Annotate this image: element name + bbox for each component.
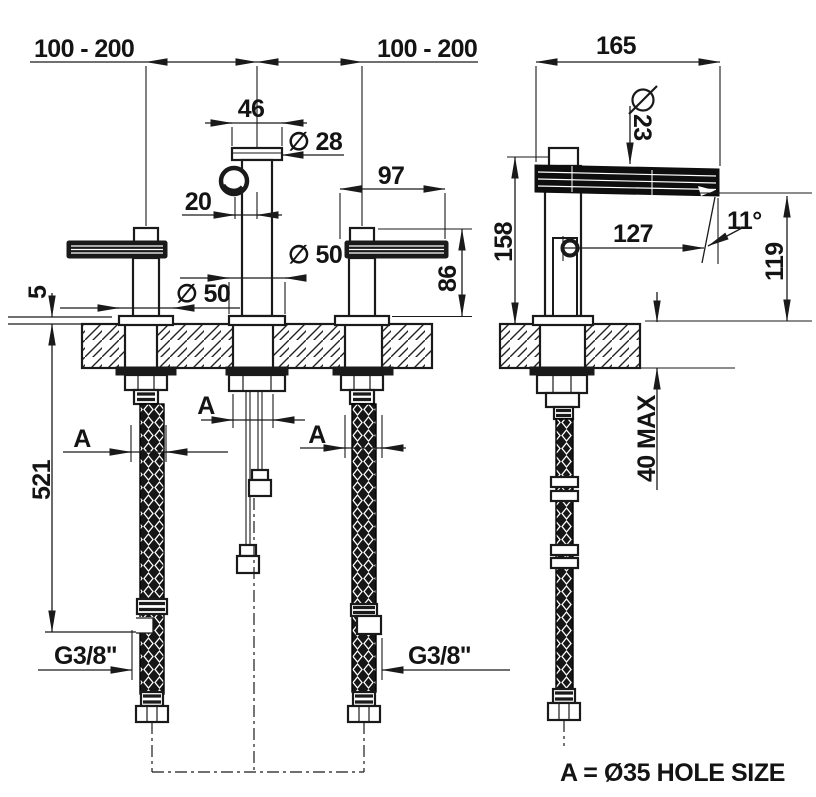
dim-spout-tube-diameter: 23 — [626, 85, 658, 165]
faucet-side — [529, 146, 720, 421]
dim-spout-top-width: 46 — [205, 95, 307, 146]
dim-hole-left: A — [63, 425, 228, 462]
dim-hose-length-label: 521 — [28, 459, 56, 500]
dim-spout-flange-diameter: ∅ 50 — [180, 241, 343, 314]
dim-max-deck-thickness: 40 MAX — [633, 292, 735, 490]
dim-thread-left: G3/8" — [38, 630, 133, 680]
dim-hole-left-label: A — [73, 425, 91, 453]
center-drain-assembly — [235, 391, 273, 772]
dim-spout-angle: 11° — [701, 196, 762, 264]
dim-total-height-label: 158 — [490, 221, 518, 262]
side-view: 165 23 158 127 11° — [490, 32, 812, 746]
dim-thread-left-label: G3/8" — [54, 642, 117, 670]
left-handle — [66, 226, 177, 406]
dim-handle-length-label: 97 — [378, 162, 405, 190]
dim-flange-height: 5 — [8, 285, 112, 325]
dim-spout-diameter: ∅ 28 — [281, 128, 344, 159]
diameter-symbol-icon — [631, 88, 655, 112]
side-supply-hose — [546, 418, 582, 746]
dim-left-spacing-label: 100 - 200 — [34, 35, 134, 63]
dim-thread-right-label: G3/8" — [408, 642, 471, 670]
dim-right-spacing-label: 100 - 200 — [377, 35, 477, 63]
dim-spout-reach-label: 165 — [596, 32, 637, 60]
dim-spout-top-width-label: 46 — [238, 95, 265, 123]
dim-thread-right: G3/8" — [381, 638, 510, 680]
dim-spout-diameter-label: ∅ 28 — [288, 128, 343, 156]
countertop-side — [498, 322, 642, 370]
dim-outlet-projection: 127 — [562, 220, 705, 261]
dimensions-front: 100 - 200 100 - 200 46 ∅ 28 — [8, 35, 510, 680]
front-view: 100 - 200 100 - 200 46 ∅ 28 — [8, 35, 510, 773]
dimensions-side: 165 23 158 127 11° — [490, 32, 812, 490]
hole-size-note: A = Ø35 HOLE SIZE — [560, 759, 785, 787]
dim-outlet-projection-label: 127 — [613, 220, 653, 248]
dim-spout-reach: 165 — [535, 32, 721, 166]
dim-handle-length: 97 — [339, 162, 446, 239]
dim-outlet-offset: 20 — [182, 188, 282, 219]
dim-hose-length: 521 — [28, 323, 136, 633]
left-supply-hose — [134, 403, 170, 772]
dim-left-spacing: 100 - 200 — [30, 35, 258, 226]
dim-hole-center: A — [197, 392, 305, 428]
dim-handle-flange-diameter: ∅ 50 — [60, 280, 240, 312]
dim-max-deck-thickness-label: 40 MAX — [633, 394, 661, 482]
dim-flange-height-label: 5 — [24, 285, 52, 299]
dim-handle-flange-diameter-label: ∅ 50 — [176, 280, 230, 308]
dim-hole-right-label: A — [308, 421, 326, 449]
dim-handle-height-label: 86 — [434, 265, 462, 292]
spout-front — [218, 66, 289, 393]
dim-hole-right: A — [300, 415, 406, 458]
dim-spout-angle-label: 11° — [727, 207, 762, 235]
right-handle — [332, 226, 449, 406]
countertop-front — [80, 322, 434, 370]
dim-right-spacing: 100 - 200 — [256, 35, 478, 226]
dim-spout-tube-diameter-label: 23 — [628, 114, 656, 141]
dim-outlet-offset-label: 20 — [185, 188, 212, 216]
dim-spout-flange-diameter-label: ∅ 50 — [288, 241, 342, 269]
dim-outlet-height: 119 — [645, 192, 812, 322]
dim-outlet-height-label: 119 — [761, 242, 789, 281]
right-supply-hose — [346, 403, 383, 772]
dim-hole-center-label: A — [197, 392, 215, 420]
dim-total-height: 158 — [490, 156, 548, 325]
dim-handle-height: 86 — [378, 228, 472, 318]
